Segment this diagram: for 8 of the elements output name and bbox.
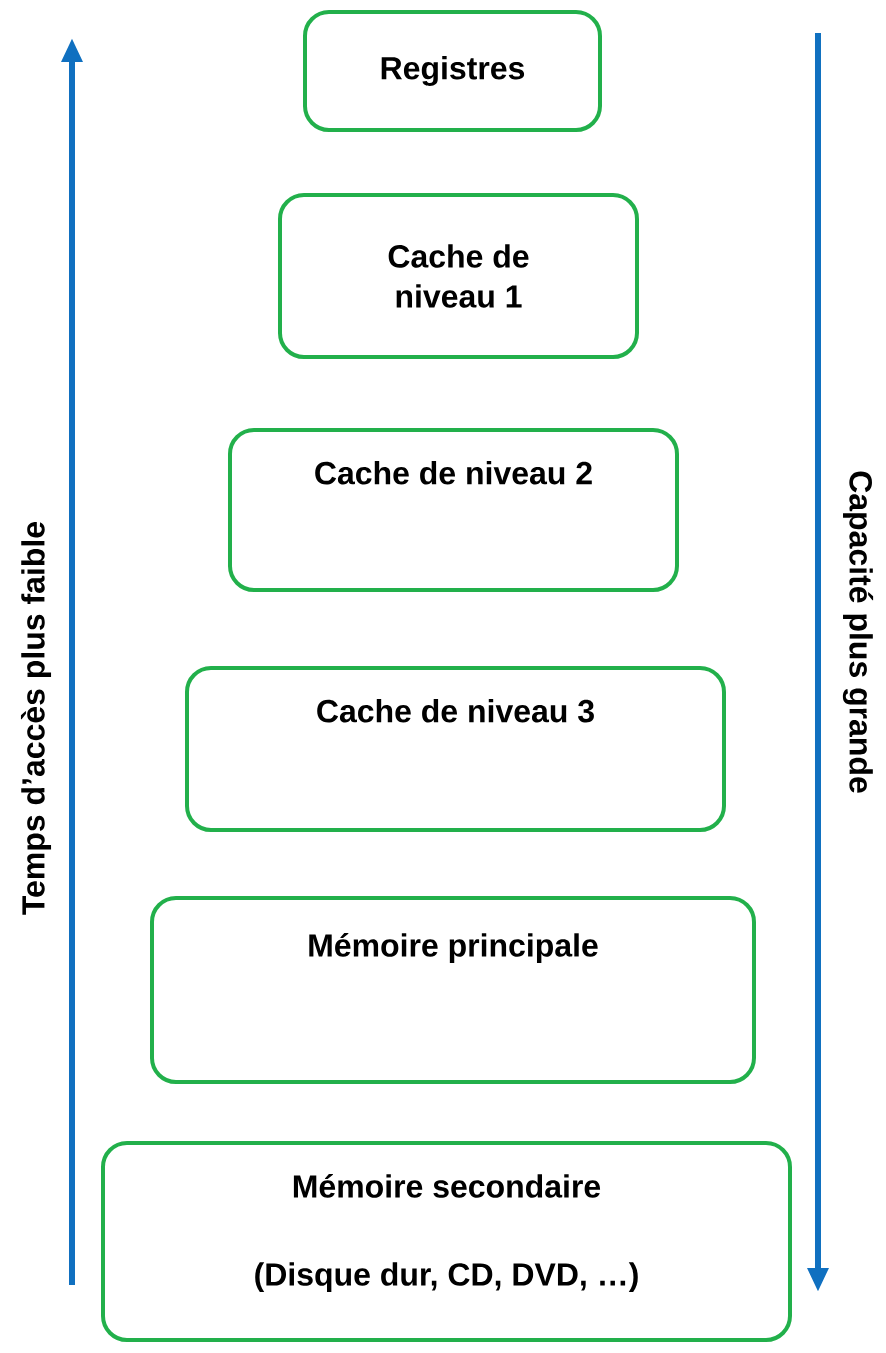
level-box: Registres — [303, 10, 602, 132]
level-box: Mémoire principale — [150, 896, 756, 1084]
level-box: Mémoire secondaire (Disque dur, CD, DVD, …) — [101, 1141, 792, 1342]
level-box: Cache de niveau 1 — [278, 193, 639, 359]
level-box: Cache de niveau 2 — [228, 428, 679, 592]
axis-label: Capacité plus grande — [842, 471, 874, 793]
level-box: Cache de niveau 3 — [185, 666, 726, 832]
axis-label: Temps d’accès plus faible — [20, 522, 52, 915]
